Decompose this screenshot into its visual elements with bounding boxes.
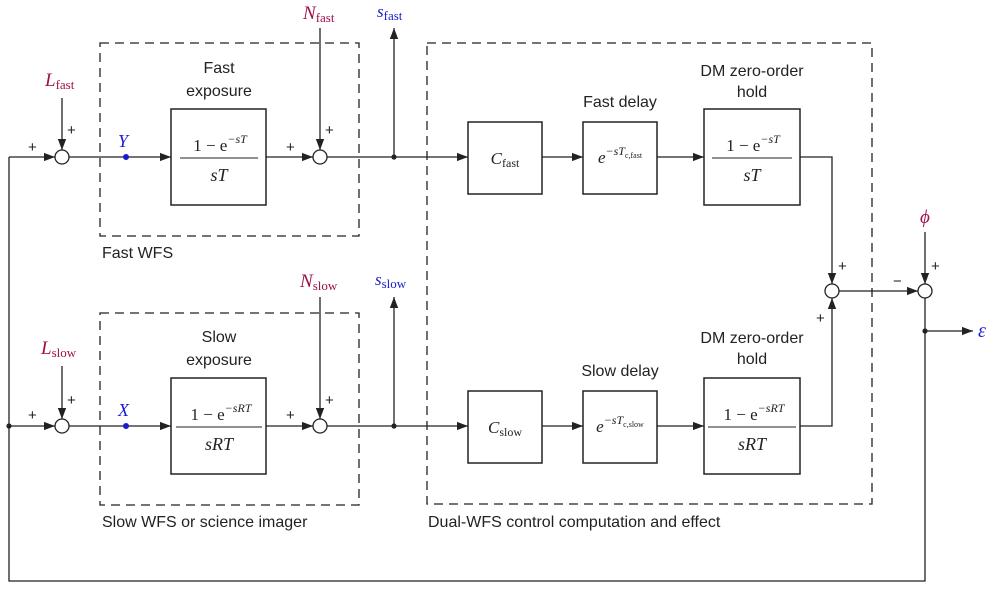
- dm-fast-block: [703, 108, 801, 206]
- sign-out-top: +: [931, 258, 940, 275]
- y-signal-dot: [123, 154, 129, 160]
- feedback-branch-dot: [6, 423, 12, 429]
- fast-wfs-label: Fast WFS: [102, 245, 173, 262]
- dm-slow-block: [703, 377, 801, 475]
- slow-branch-dot: [391, 423, 397, 429]
- output-summing-junction: [917, 283, 933, 299]
- c-fast-block: [467, 121, 543, 195]
- s-slow-label: sslow: [375, 270, 407, 291]
- n-slow-summing-junction: [312, 418, 328, 434]
- slow-exposure-caption-1: Slow: [202, 329, 237, 346]
- sign-dm-top: +: [838, 258, 847, 275]
- l-fast-label: Lfast: [44, 70, 75, 92]
- x-label: X: [117, 400, 130, 420]
- c-slow-block: [467, 390, 543, 464]
- output-branch-dot: [922, 328, 928, 334]
- y-label: Y: [118, 131, 130, 151]
- control-label: Dual-WFS control computation and effect: [428, 514, 721, 531]
- sign-out-left: −: [893, 273, 902, 290]
- fast-exposure-caption-1: Fast: [203, 60, 235, 77]
- c-fast-label: Cfast: [491, 149, 520, 170]
- sign-nf-left: +: [286, 139, 295, 156]
- slow-exposure-caption-2: exposure: [186, 352, 252, 369]
- c-slow-label: Cslow: [488, 418, 522, 439]
- dm-slow-caption-1: DM zero-order: [700, 330, 804, 347]
- dm-slow-numerator: 1 − e−sRT: [724, 401, 786, 424]
- x-signal-dot: [123, 423, 129, 429]
- slow-delay-expression: e−sTc,slow: [596, 413, 644, 436]
- slow-wfs-label: Slow WFS or science imager: [102, 514, 308, 531]
- dm-slow-to-dm-sum: [800, 298, 837, 427]
- sign-ls-left: +: [28, 407, 37, 424]
- sign-ls-top: +: [67, 392, 76, 409]
- fast-delay-expression: e−sTc,fast: [598, 144, 643, 167]
- dm-fast-to-dm-sum: [800, 156, 837, 284]
- sign-lf-left: +: [28, 139, 37, 156]
- slow-delay-caption: Slow delay: [581, 363, 658, 380]
- fast-exposure-numerator: 1 − e−sT: [193, 132, 248, 155]
- sign-ns-left: +: [286, 407, 295, 424]
- sign-ns-top: +: [325, 392, 334, 409]
- dm-fast-denominator: sT: [743, 165, 762, 185]
- slow-exposure-numerator: 1 − e−sRT: [191, 401, 253, 424]
- output-to-epsilon: [924, 298, 973, 336]
- dm-slow-denominator: sRT: [738, 434, 768, 454]
- fast-branch-dot: [391, 154, 397, 160]
- sign-lf-top: +: [67, 122, 76, 139]
- fast-exposure-caption-2: exposure: [186, 83, 252, 100]
- epsilon-label: ε: [978, 320, 986, 342]
- dm-fast-caption-2: hold: [737, 84, 767, 101]
- fast-delay-caption: Fast delay: [583, 94, 657, 111]
- sign-nf-top: +: [325, 122, 334, 139]
- phi-label: ϕ: [920, 207, 930, 228]
- l-slow-summing-junction: [54, 418, 70, 434]
- sign-dm-bottom: +: [816, 310, 825, 327]
- fast-exposure-denominator: sT: [210, 165, 229, 185]
- n-slow-label: Nslow: [299, 271, 338, 293]
- control-group-box: [426, 42, 873, 505]
- s-fast-label: sfast: [377, 2, 403, 23]
- dm-slow-caption-2: hold: [737, 351, 767, 368]
- fast-exposure-block: [170, 108, 267, 206]
- n-fast-summing-junction: [312, 149, 328, 165]
- n-fast-label: Nfast: [302, 3, 335, 25]
- feedback-loop: [8, 157, 926, 582]
- l-fast-summing-junction: [54, 149, 70, 165]
- slow-delay-block: [582, 390, 658, 464]
- slow-exposure-block: [170, 377, 267, 475]
- fast-delay-block: [582, 121, 658, 195]
- l-slow-label: Lslow: [40, 338, 77, 360]
- slow-exposure-denominator: sRT: [205, 434, 235, 454]
- dm-summing-junction: [824, 283, 840, 299]
- dm-fast-caption-1: DM zero-order: [700, 63, 804, 80]
- dm-fast-numerator: 1 − e−sT: [726, 132, 781, 155]
